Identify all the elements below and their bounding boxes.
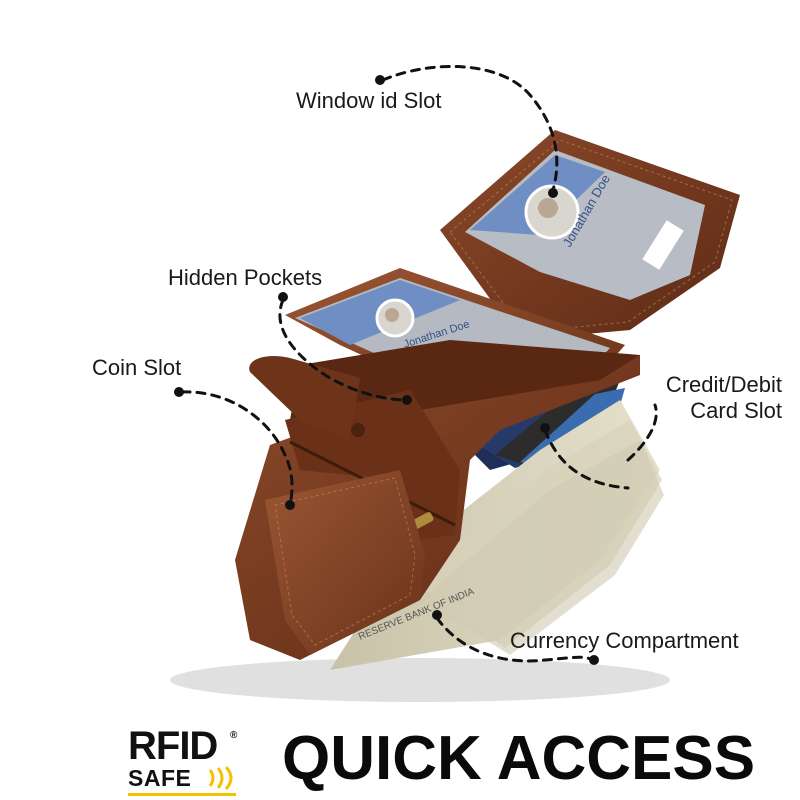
wallet-body: [235, 340, 640, 660]
rfid-text: RFID: [128, 724, 218, 768]
window-id-card: Jonathan Doe: [465, 150, 705, 300]
leader-currency: [435, 616, 594, 663]
rfid-safe-badge: RFID ® SAFE: [128, 726, 240, 796]
rfid-underline: [128, 793, 236, 796]
callout-hidden-pockets: Hidden Pockets: [168, 265, 323, 290]
leader-hidden-pockets: [278, 298, 407, 402]
callout-dots: [174, 75, 599, 665]
callout-currency-compartment: Currency Compartment: [510, 628, 739, 653]
callout-window-id-slot: Window id Slot: [296, 88, 442, 113]
leader-coin: [180, 390, 294, 507]
signal-waves-icon: [208, 766, 233, 790]
leader-card: [626, 403, 658, 462]
callout-leaders: [180, 65, 658, 663]
leader-window-id: [381, 65, 559, 192]
callout-coin-slot: Coin Slot: [92, 355, 182, 380]
leader-card-2: [543, 428, 630, 490]
top-flap: Jonathan Doe: [440, 130, 740, 340]
callout-card-slot: Credit/Debit Card Slot: [665, 372, 782, 423]
wallet-shadow: [170, 658, 670, 702]
headline: QUICK ACCESS: [282, 724, 756, 793]
registered-mark: ®: [230, 730, 238, 741]
safe-text: SAFE: [128, 765, 192, 791]
